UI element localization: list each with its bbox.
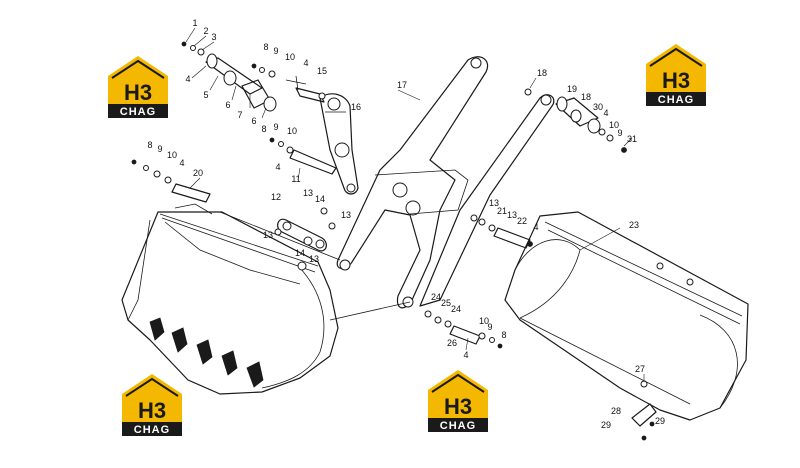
logo-roof-icon xyxy=(122,374,182,422)
logo-brand: CHAG xyxy=(120,106,156,118)
part-number-label: 4 xyxy=(603,108,608,118)
part-number-label: 24 xyxy=(451,304,461,314)
part-number-label: 19 xyxy=(567,84,577,94)
pin-stack-mid-left xyxy=(269,137,337,175)
part-number-label: 18 xyxy=(581,92,591,102)
part-number-label: 9 xyxy=(487,322,492,332)
part-number-label: 29 xyxy=(601,420,611,430)
part-number-label: 26 xyxy=(447,338,457,348)
logo-mark: H3 xyxy=(124,80,152,105)
part-number-label: 3 xyxy=(211,32,216,42)
part-number-label: 10 xyxy=(609,120,619,130)
logo-roof-icon xyxy=(108,56,168,104)
part-number-label: 17 xyxy=(397,80,407,90)
logo-roof-icon xyxy=(428,370,488,418)
part-number-label: 23 xyxy=(629,220,639,230)
part-number-label: 6 xyxy=(251,116,256,126)
callout-leaders xyxy=(185,27,645,382)
part-number-label: 13 xyxy=(263,230,273,240)
part-number-label: 16 xyxy=(351,102,361,112)
logo-brand: CHAG xyxy=(658,94,694,106)
part-number-label: 8 xyxy=(147,140,152,150)
part-number-label: 13 xyxy=(341,210,351,220)
lift-arm xyxy=(219,56,555,321)
part-number-label: 6 xyxy=(225,100,230,110)
part-number-label: 10 xyxy=(287,126,297,136)
logo-roof-icon xyxy=(646,44,706,92)
part-number-label: 9 xyxy=(157,144,162,154)
part-number-label: 9 xyxy=(273,122,278,132)
pin-stack-right-upper xyxy=(524,88,627,153)
part-number-label: 4 xyxy=(303,58,308,68)
part-number-label: 2 xyxy=(203,26,208,36)
pin-stack-upper-middle xyxy=(251,63,326,103)
logo-top-right: H3 CHAG xyxy=(646,44,706,106)
part-number-label: 8 xyxy=(261,124,266,134)
part-number-label: 4 xyxy=(533,222,538,232)
bucket-teeth xyxy=(149,317,264,388)
part-number-label: 15 xyxy=(317,66,327,76)
part-number-label: 28 xyxy=(611,406,621,416)
tilt-link xyxy=(274,207,336,252)
logo-top-left: H3 CHAG xyxy=(108,56,168,118)
left-bucket xyxy=(121,203,339,395)
part-number-label: 13 xyxy=(303,188,313,198)
part-number-label: 18 xyxy=(537,68,547,78)
right-bucket xyxy=(504,211,749,421)
pin-stack-lower-left xyxy=(131,159,211,203)
tooth-assembly xyxy=(631,380,657,441)
part-number-label: 29 xyxy=(655,416,665,426)
part-number-label: 30 xyxy=(593,102,603,112)
part-number-label: 22 xyxy=(517,216,527,226)
part-number-label: 11 xyxy=(291,174,300,184)
part-number-label: 14 xyxy=(315,194,325,204)
tilt-lever xyxy=(319,93,359,195)
logo-bottom-left: H3 CHAG xyxy=(122,374,182,436)
logo-brand: CHAG xyxy=(440,420,476,432)
logo-mark: H3 xyxy=(444,394,472,419)
part-number-label: 10 xyxy=(479,316,489,326)
logo-brand: CHAG xyxy=(134,424,170,436)
logo-bottom-center: H3 CHAG xyxy=(428,370,488,432)
part-number-label: 21 xyxy=(497,206,507,216)
part-number-label: 8 xyxy=(263,42,268,52)
part-number-label: 7 xyxy=(237,110,242,120)
part-number-label: 25 xyxy=(441,298,451,308)
logo-mark: H3 xyxy=(138,398,166,423)
part-number-label: 5 xyxy=(203,90,208,100)
part-number-label: 1 xyxy=(192,18,197,28)
part-number-label: 4 xyxy=(463,350,468,360)
part-number-label: 12 xyxy=(271,192,281,202)
part-number-label: 9 xyxy=(617,128,622,138)
part-number-label: 13 xyxy=(507,210,517,220)
part-number-label: 31 xyxy=(627,134,637,144)
part-number-label: 20 xyxy=(193,168,203,178)
part-number-label: 10 xyxy=(285,52,295,62)
part-number-label: 27 xyxy=(635,364,645,374)
part-number-label: 10 xyxy=(167,150,177,160)
part-number-label: 4 xyxy=(179,158,184,168)
part-number-label: 4 xyxy=(275,162,280,172)
logo-mark: H3 xyxy=(662,68,690,93)
part-number-label: 13 xyxy=(309,254,319,264)
part-number-label: 8 xyxy=(501,330,506,340)
part-number-label: 13 xyxy=(489,198,499,208)
part-number-label: 9 xyxy=(273,46,278,56)
part-number-label: 4 xyxy=(185,74,190,84)
pin-stack-right-middle xyxy=(470,214,533,249)
part-number-label: 14 xyxy=(295,248,305,258)
part-number-label: 24 xyxy=(431,292,441,302)
pin-stack-right-lower xyxy=(424,310,503,349)
